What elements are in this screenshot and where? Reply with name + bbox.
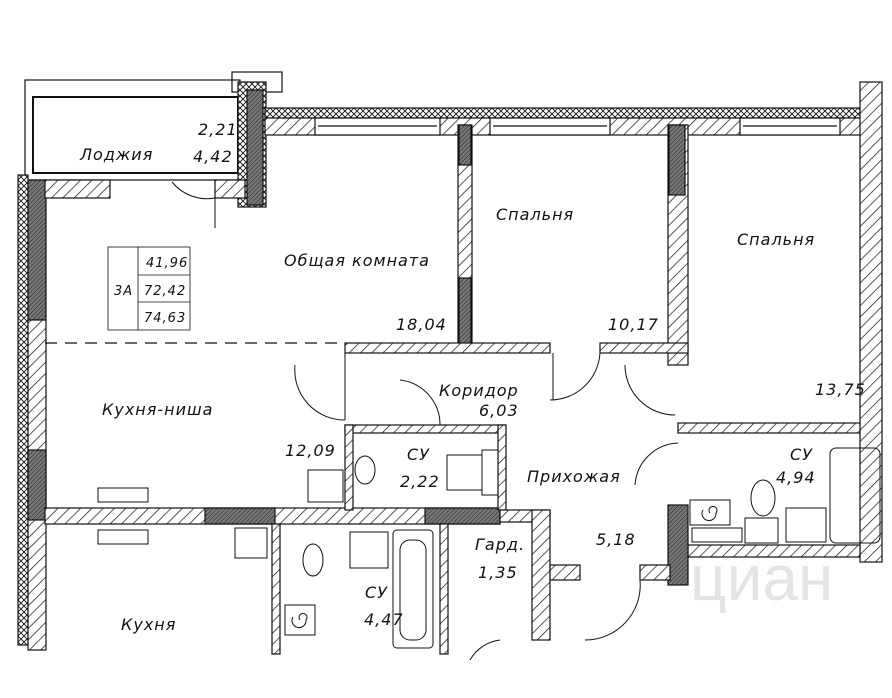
room-area: 4,94 bbox=[776, 468, 816, 487]
room-area: 10,17 bbox=[608, 315, 659, 334]
fixtures bbox=[97, 447, 881, 649]
walls bbox=[17, 71, 883, 655]
room-area: 13,75 bbox=[815, 380, 866, 399]
room-name: Гард. bbox=[475, 535, 525, 554]
boiler-icon bbox=[284, 604, 316, 636]
room-area: 18,04 bbox=[396, 315, 447, 334]
room-name: Общая комната bbox=[284, 251, 430, 270]
room-name: Прихожая bbox=[527, 467, 621, 486]
room-area: 4,42 bbox=[193, 147, 233, 166]
room-name: СУ bbox=[790, 445, 813, 464]
room-area: 5,18 bbox=[596, 530, 636, 549]
doors bbox=[171, 181, 679, 661]
room-name: Кухня bbox=[121, 615, 176, 634]
room-labels: Лоджия 2,21 4,42 Общая комната 18,04 Спа… bbox=[79, 120, 866, 634]
room-name: Спальня bbox=[737, 230, 815, 249]
sink-icon bbox=[307, 469, 344, 503]
room-area: 2,22 bbox=[400, 472, 440, 491]
living-area: 41,96 bbox=[146, 256, 188, 271]
room-area: 12,09 bbox=[285, 441, 336, 460]
total-with-loggia: 74,63 bbox=[144, 311, 186, 326]
room-reduced-area: 2,21 bbox=[198, 120, 238, 139]
room-name: Спальня bbox=[496, 205, 574, 224]
room-name: Кухня-ниша bbox=[102, 400, 213, 419]
room-area: 6,03 bbox=[479, 401, 519, 420]
toilet-icon bbox=[750, 479, 776, 517]
apartment-type: 3А bbox=[114, 284, 133, 299]
bathtub-icon bbox=[392, 529, 434, 649]
room-name: СУ bbox=[407, 445, 430, 464]
toilet-icon bbox=[354, 455, 376, 485]
radiator-icon bbox=[97, 487, 149, 503]
sink-icon bbox=[349, 531, 389, 569]
room-name: Лоджия bbox=[79, 145, 153, 164]
boiler-icon bbox=[689, 499, 731, 526]
room-name: СУ bbox=[365, 583, 388, 602]
toilet-icon bbox=[302, 543, 324, 577]
room-area: 4,47 bbox=[364, 610, 404, 629]
total-area: 72,42 bbox=[144, 284, 186, 299]
radiator-icon bbox=[97, 529, 149, 545]
room-area: 1,35 bbox=[478, 563, 518, 582]
summary-table bbox=[107, 246, 191, 331]
sink-icon bbox=[785, 507, 827, 543]
room-name: Коридор bbox=[439, 381, 519, 400]
bathtub-icon bbox=[399, 539, 427, 641]
sink-icon bbox=[446, 454, 483, 491]
washer-icon bbox=[481, 449, 499, 496]
sink-icon bbox=[234, 527, 268, 559]
bathtub-icon bbox=[829, 447, 881, 544]
